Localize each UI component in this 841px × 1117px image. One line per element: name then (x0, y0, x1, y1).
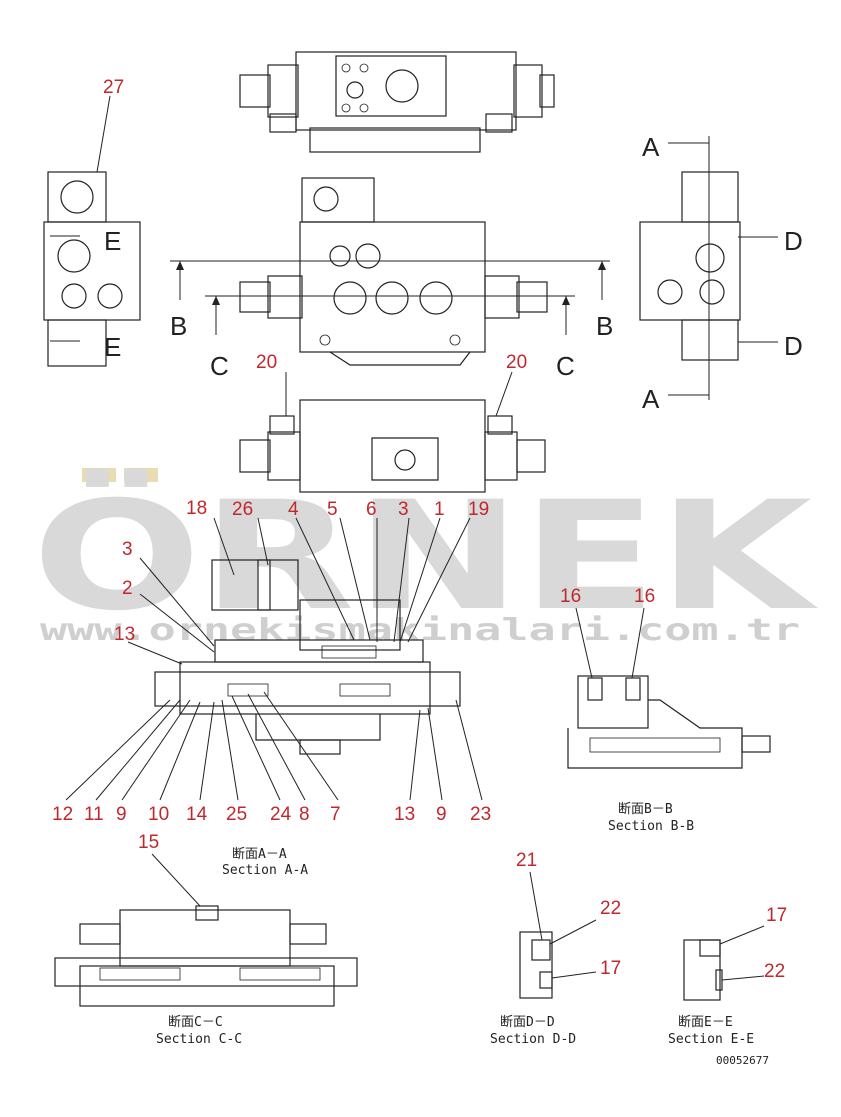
callout-21: 21 (516, 850, 537, 871)
callout-9-b: 9 (436, 804, 447, 825)
cut-label-c-left: C (210, 351, 229, 381)
callout-22-d: 22 (600, 898, 621, 919)
cut-label-b-left: B (170, 311, 187, 341)
callout-1: 1 (434, 499, 445, 520)
section-bb-title-en: Section B-B (608, 819, 694, 834)
callout-4: 4 (288, 499, 299, 520)
cut-label-d-bottom: D (784, 331, 803, 361)
callout-9-a: 9 (116, 804, 127, 825)
section-dd-drawing (519, 931, 553, 999)
cut-label-c-right: C (556, 351, 575, 381)
watermark-brand: ÖRNEK (32, 468, 818, 644)
callout-7: 7 (330, 804, 341, 825)
right-side-view: A A D D (639, 132, 803, 414)
section-cc-title-en: Section C-C (156, 1032, 242, 1047)
callout-27: 27 (103, 77, 124, 98)
watermark: ÖRNEK www.ornekismakinalari.com.tr (32, 468, 818, 648)
section-cc-title-jp: 断面C－C (168, 1015, 223, 1030)
section-bb-drawing (567, 675, 771, 769)
top-view (239, 51, 555, 153)
bottom-view (239, 399, 546, 493)
section-ee-drawing (683, 939, 723, 1001)
section-cc-drawing (54, 905, 358, 1007)
section-aa-title-en: Section A-A (222, 863, 308, 878)
callout-24: 24 (270, 804, 292, 825)
callout-17-e: 17 (766, 905, 787, 926)
callout-17-d: 17 (600, 958, 621, 979)
callout-19: 19 (468, 499, 489, 520)
watermark-accent-right (124, 468, 158, 482)
callout-3-top: 3 (398, 499, 409, 520)
cut-label-b-right: B (596, 311, 613, 341)
front-view: B B C C (170, 177, 613, 381)
section-ee-title-jp: 断面E－E (678, 1015, 733, 1030)
callout-2: 2 (122, 578, 133, 599)
leader-lines (65, 95, 765, 981)
section-dd-title-en: Section D-D (490, 1032, 576, 1047)
cut-label-e-top: E (104, 226, 121, 256)
cut-label-a-top: A (642, 132, 660, 162)
callout-16-left: 16 (560, 586, 581, 607)
callout-20-right: 20 (506, 352, 527, 373)
callout-14: 14 (186, 804, 208, 825)
callout-15: 15 (138, 832, 159, 853)
callout-20-left: 20 (256, 352, 277, 373)
left-side-view: E E (43, 171, 141, 367)
callout-18: 18 (186, 498, 207, 519)
callout-8: 8 (299, 804, 310, 825)
callout-13-bottom: 13 (394, 804, 415, 825)
cut-label-e-bottom: E (104, 332, 121, 362)
callout-6: 6 (366, 499, 377, 520)
section-dd-title-jp: 断面D－D (500, 1015, 555, 1030)
section-aa-drawing (154, 559, 461, 755)
callout-5: 5 (327, 499, 338, 520)
section-aa-title-jp: 断面A－A (232, 847, 287, 862)
document-number: 00052677 (716, 1054, 769, 1067)
callout-numbers: 27 20 20 18 26 4 5 6 3 1 19 3 2 13 12 11… (52, 77, 787, 982)
section-ee-title-en: Section E-E (668, 1032, 754, 1047)
callout-22-e: 22 (764, 961, 785, 982)
section-bb-title-jp: 断面B－B (618, 802, 673, 817)
callout-13-top: 13 (114, 624, 135, 645)
cut-label-a-bottom: A (642, 384, 660, 414)
callout-3-left: 3 (122, 539, 133, 560)
callout-10: 10 (148, 804, 169, 825)
callout-26: 26 (232, 499, 253, 520)
callout-25: 25 (226, 804, 247, 825)
callout-23: 23 (470, 804, 491, 825)
cut-label-d-top: D (784, 226, 803, 256)
callout-11: 11 (84, 804, 104, 825)
callout-12: 12 (52, 804, 73, 825)
callout-16-right: 16 (634, 586, 655, 607)
watermark-accent-left (82, 468, 116, 482)
section-titles: 断面A－A Section A-A 断面B－B Section B-B 断面C－… (156, 802, 754, 1047)
